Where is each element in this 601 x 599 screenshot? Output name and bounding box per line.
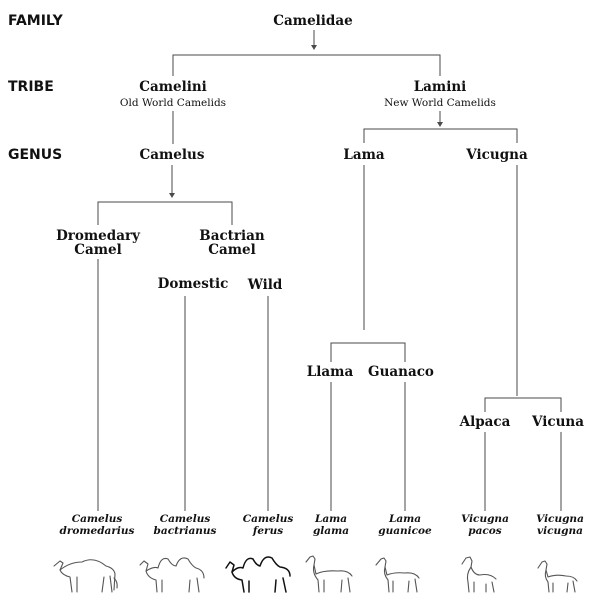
tree-connectors	[97, 30, 562, 511]
arrow-family	[311, 45, 317, 50]
rank-label-family: FAMILY	[8, 13, 64, 29]
group-alpaca: Alpaca	[459, 414, 511, 430]
group-llama: Llama	[307, 364, 354, 380]
species-ferus-epithet: ferus	[252, 525, 283, 537]
edge-lamini-to-genera	[363, 128, 518, 143]
tribe-camelini: Camelini	[139, 79, 207, 95]
alpaca-illustration	[461, 556, 497, 593]
species-bactrianus-genus: Camelus	[160, 513, 211, 525]
species-guanicoe-genus: Lama	[388, 513, 421, 525]
genus-vicugna: Vicugna	[465, 147, 528, 163]
arrow-lamini	[437, 122, 443, 127]
group-bactrian-camel-line2: Camel	[208, 242, 256, 258]
wild-bactrian-camel-illustration	[225, 556, 291, 593]
animal-illustrations	[53, 555, 578, 593]
family-camelidae: Camelidae	[273, 13, 352, 29]
group-dromedary-camel-line1: Dromedary	[56, 228, 141, 244]
rank-label-genus: GENUS	[8, 147, 62, 163]
genus-camelus: Camelus	[140, 147, 205, 163]
group-wild: Wild	[247, 277, 283, 293]
group-guanaco: Guanaco	[368, 364, 434, 380]
species-guanicoe-epithet: guanicoe	[378, 525, 432, 537]
species-dromedarius-epithet: dromedarius	[60, 525, 135, 537]
group-bactrian-camel-line1: Bactrian	[199, 228, 265, 244]
species-dromedarius-genus: Camelus	[72, 513, 123, 525]
llama-illustration	[305, 555, 353, 593]
tribe-camelini-note: Old World Camelids	[120, 97, 226, 109]
dromedary-camel-illustration	[53, 559, 118, 593]
vicuna-illustration	[537, 560, 578, 593]
edge-vicugna-to-groups	[484, 397, 562, 412]
species-pacos-genus: Vicugna	[461, 513, 509, 525]
species-glama-genus: Lama	[314, 513, 347, 525]
bactrian-camel-illustration	[139, 557, 205, 593]
tribe-lamini-note: New World Camelids	[384, 97, 496, 109]
species-pacos-epithet: pacos	[468, 525, 502, 537]
species-ferus-genus: Camelus	[243, 513, 294, 525]
rank-label-tribe: TRIBE	[8, 79, 54, 95]
species-glama-epithet: glama	[313, 525, 349, 537]
genus-lama: Lama	[343, 147, 385, 163]
arrow-camelus	[169, 193, 175, 198]
edge-lama-to-groups	[330, 342, 406, 362]
species-vicugna-epithet: vicugna	[537, 525, 583, 537]
species-vicugna-genus: Vicugna	[536, 513, 584, 525]
group-dromedary-camel-line2: Camel	[74, 242, 122, 258]
tribe-lamini: Lamini	[414, 79, 467, 95]
group-vicuna: Vicuna	[531, 414, 584, 430]
group-domestic: Domestic	[158, 276, 229, 292]
edge-camelus-to-groups	[97, 201, 233, 225]
guanaco-illustration	[375, 557, 420, 593]
edge-family-to-tribes	[172, 54, 441, 76]
species-bactrianus-epithet: bactrianus	[154, 525, 217, 537]
